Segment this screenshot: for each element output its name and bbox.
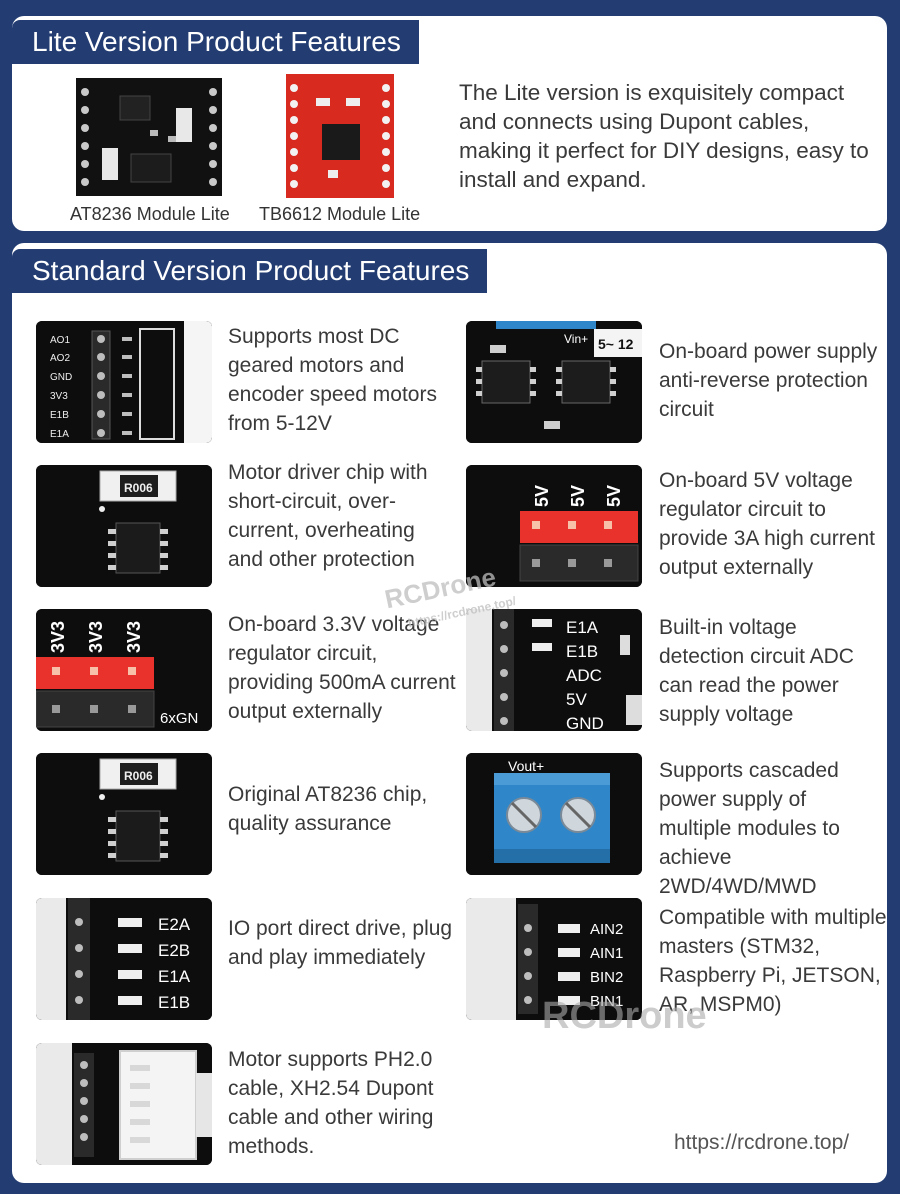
feature-text-cascade: Supports cascaded power supply of multip… — [659, 759, 840, 898]
pin-label-e1a: E1A — [50, 429, 69, 440]
feature-image-cascade-terminal: Vout+ — [466, 753, 642, 875]
feature-image-3v3-regulator: 3V3 3V3 3V3 6xGN — [36, 609, 212, 731]
adc-label-e1b: E1B — [566, 642, 598, 661]
resistor-label-2: R006 — [124, 769, 153, 783]
master-label-ain1: AIN1 — [590, 945, 623, 962]
feature-image-masters: AIN2 AIN1 BIN2 BIN1 — [466, 898, 642, 1020]
5v-label-3: 5V — [604, 485, 624, 507]
voltage-range-label: 5~ 12 — [598, 336, 634, 352]
adc-label-5v: 5V — [566, 690, 587, 709]
5v-label-2: 5V — [568, 485, 588, 507]
3v3-label-1: 3V3 — [48, 621, 68, 653]
feature-image-io-port: E2A E2B E1A E1B — [36, 898, 212, 1020]
pin-label-ao1: AO1 — [50, 335, 70, 346]
adc-label-adc: ADC — [566, 666, 602, 685]
lite-panel: Lite Version Product Features AT8236 Mod… — [12, 16, 887, 231]
feature-image-pin-header: AO1 AO2 GND 3V3 E1B E1A — [36, 321, 212, 443]
pin-label-3v3: 3V3 — [50, 391, 68, 402]
feature-text-anti-reverse: On-board power supply anti-reverse prote… — [659, 340, 878, 421]
lite-section-title: Lite Version Product Features — [12, 20, 419, 64]
lite-description: The Lite version is exquisitely compact … — [459, 80, 869, 192]
feature-image-anti-reverse: Vin+ 5~ 12 — [466, 321, 642, 443]
io-label-e2a: E2A — [158, 915, 191, 934]
watermark-brand-large: RCDrone — [542, 995, 707, 1037]
at8236-lite-module-image — [76, 78, 222, 196]
feature-text-5v-regulator: On-board 5V voltage regulator circuit to… — [659, 469, 875, 579]
tb6612-lite-module-image — [286, 74, 394, 198]
feature-image-connector — [36, 1043, 212, 1165]
feature-text-masters: Compatible with multiple masters (STM32,… — [659, 906, 887, 1016]
feature-text-motor-support: Supports most DC geared motors and encod… — [228, 325, 437, 435]
feature-text-original-chip: Original AT8236 chip, quality assurance — [228, 783, 428, 835]
vout-label: Vout+ — [508, 758, 544, 774]
feature-text-wiring-methods: Motor supports PH2.0 cable, XH2.54 Dupon… — [228, 1048, 434, 1158]
tb6612-lite-caption: TB6612 Module Lite — [259, 204, 421, 224]
standard-section-title: Standard Version Product Features — [12, 249, 488, 293]
io-label-e1b: E1B — [158, 993, 190, 1012]
io-label-e2b: E2B — [158, 941, 190, 960]
master-label-ain2: AIN2 — [590, 921, 623, 938]
pin-label-ao2: AO2 — [50, 353, 70, 364]
feature-image-at8236-chip: R006 — [36, 753, 212, 875]
master-label-bin1: BIN1 — [590, 993, 623, 1010]
6xgnd-label: 6xGN — [160, 710, 198, 727]
feature-text-3v3-regulator: On-board 3.3V voltage regulator circuit,… — [228, 613, 456, 723]
feature-text-io-port: IO port direct drive, plug and play imme… — [228, 917, 453, 969]
vin-label: Vin+ — [564, 332, 588, 346]
at8236-lite-caption: AT8236 Module Lite — [70, 204, 230, 224]
standard-panel: Standard Version Product Features AO1 AO… — [12, 243, 887, 1183]
adc-label-gnd: GND — [566, 714, 604, 731]
feature-image-driver-chip: R006 — [36, 465, 212, 587]
feature-image-adc: E1A E1B ADC 5V GND — [466, 609, 642, 731]
resistor-label: R006 — [124, 481, 153, 495]
feature-image-5v-regulator: 5V 5V 5V — [466, 465, 642, 587]
adc-label-e1a: E1A — [566, 618, 599, 637]
3v3-label-2: 3V3 — [86, 621, 106, 653]
master-label-bin2: BIN2 — [590, 969, 623, 986]
feature-text-driver-protection: Motor driver chip with short-circuit, ov… — [228, 461, 428, 571]
pin-label-gnd: GND — [50, 372, 72, 383]
3v3-label-3: 3V3 — [124, 621, 144, 653]
feature-text-adc: Built-in voltage detection circuit ADC c… — [659, 616, 854, 726]
5v-label-1: 5V — [532, 485, 552, 507]
io-label-e1a: E1A — [158, 967, 191, 986]
pin-label-e1b: E1B — [50, 410, 69, 421]
site-url-link[interactable]: https://rcdrone.top/ — [674, 1131, 850, 1154]
